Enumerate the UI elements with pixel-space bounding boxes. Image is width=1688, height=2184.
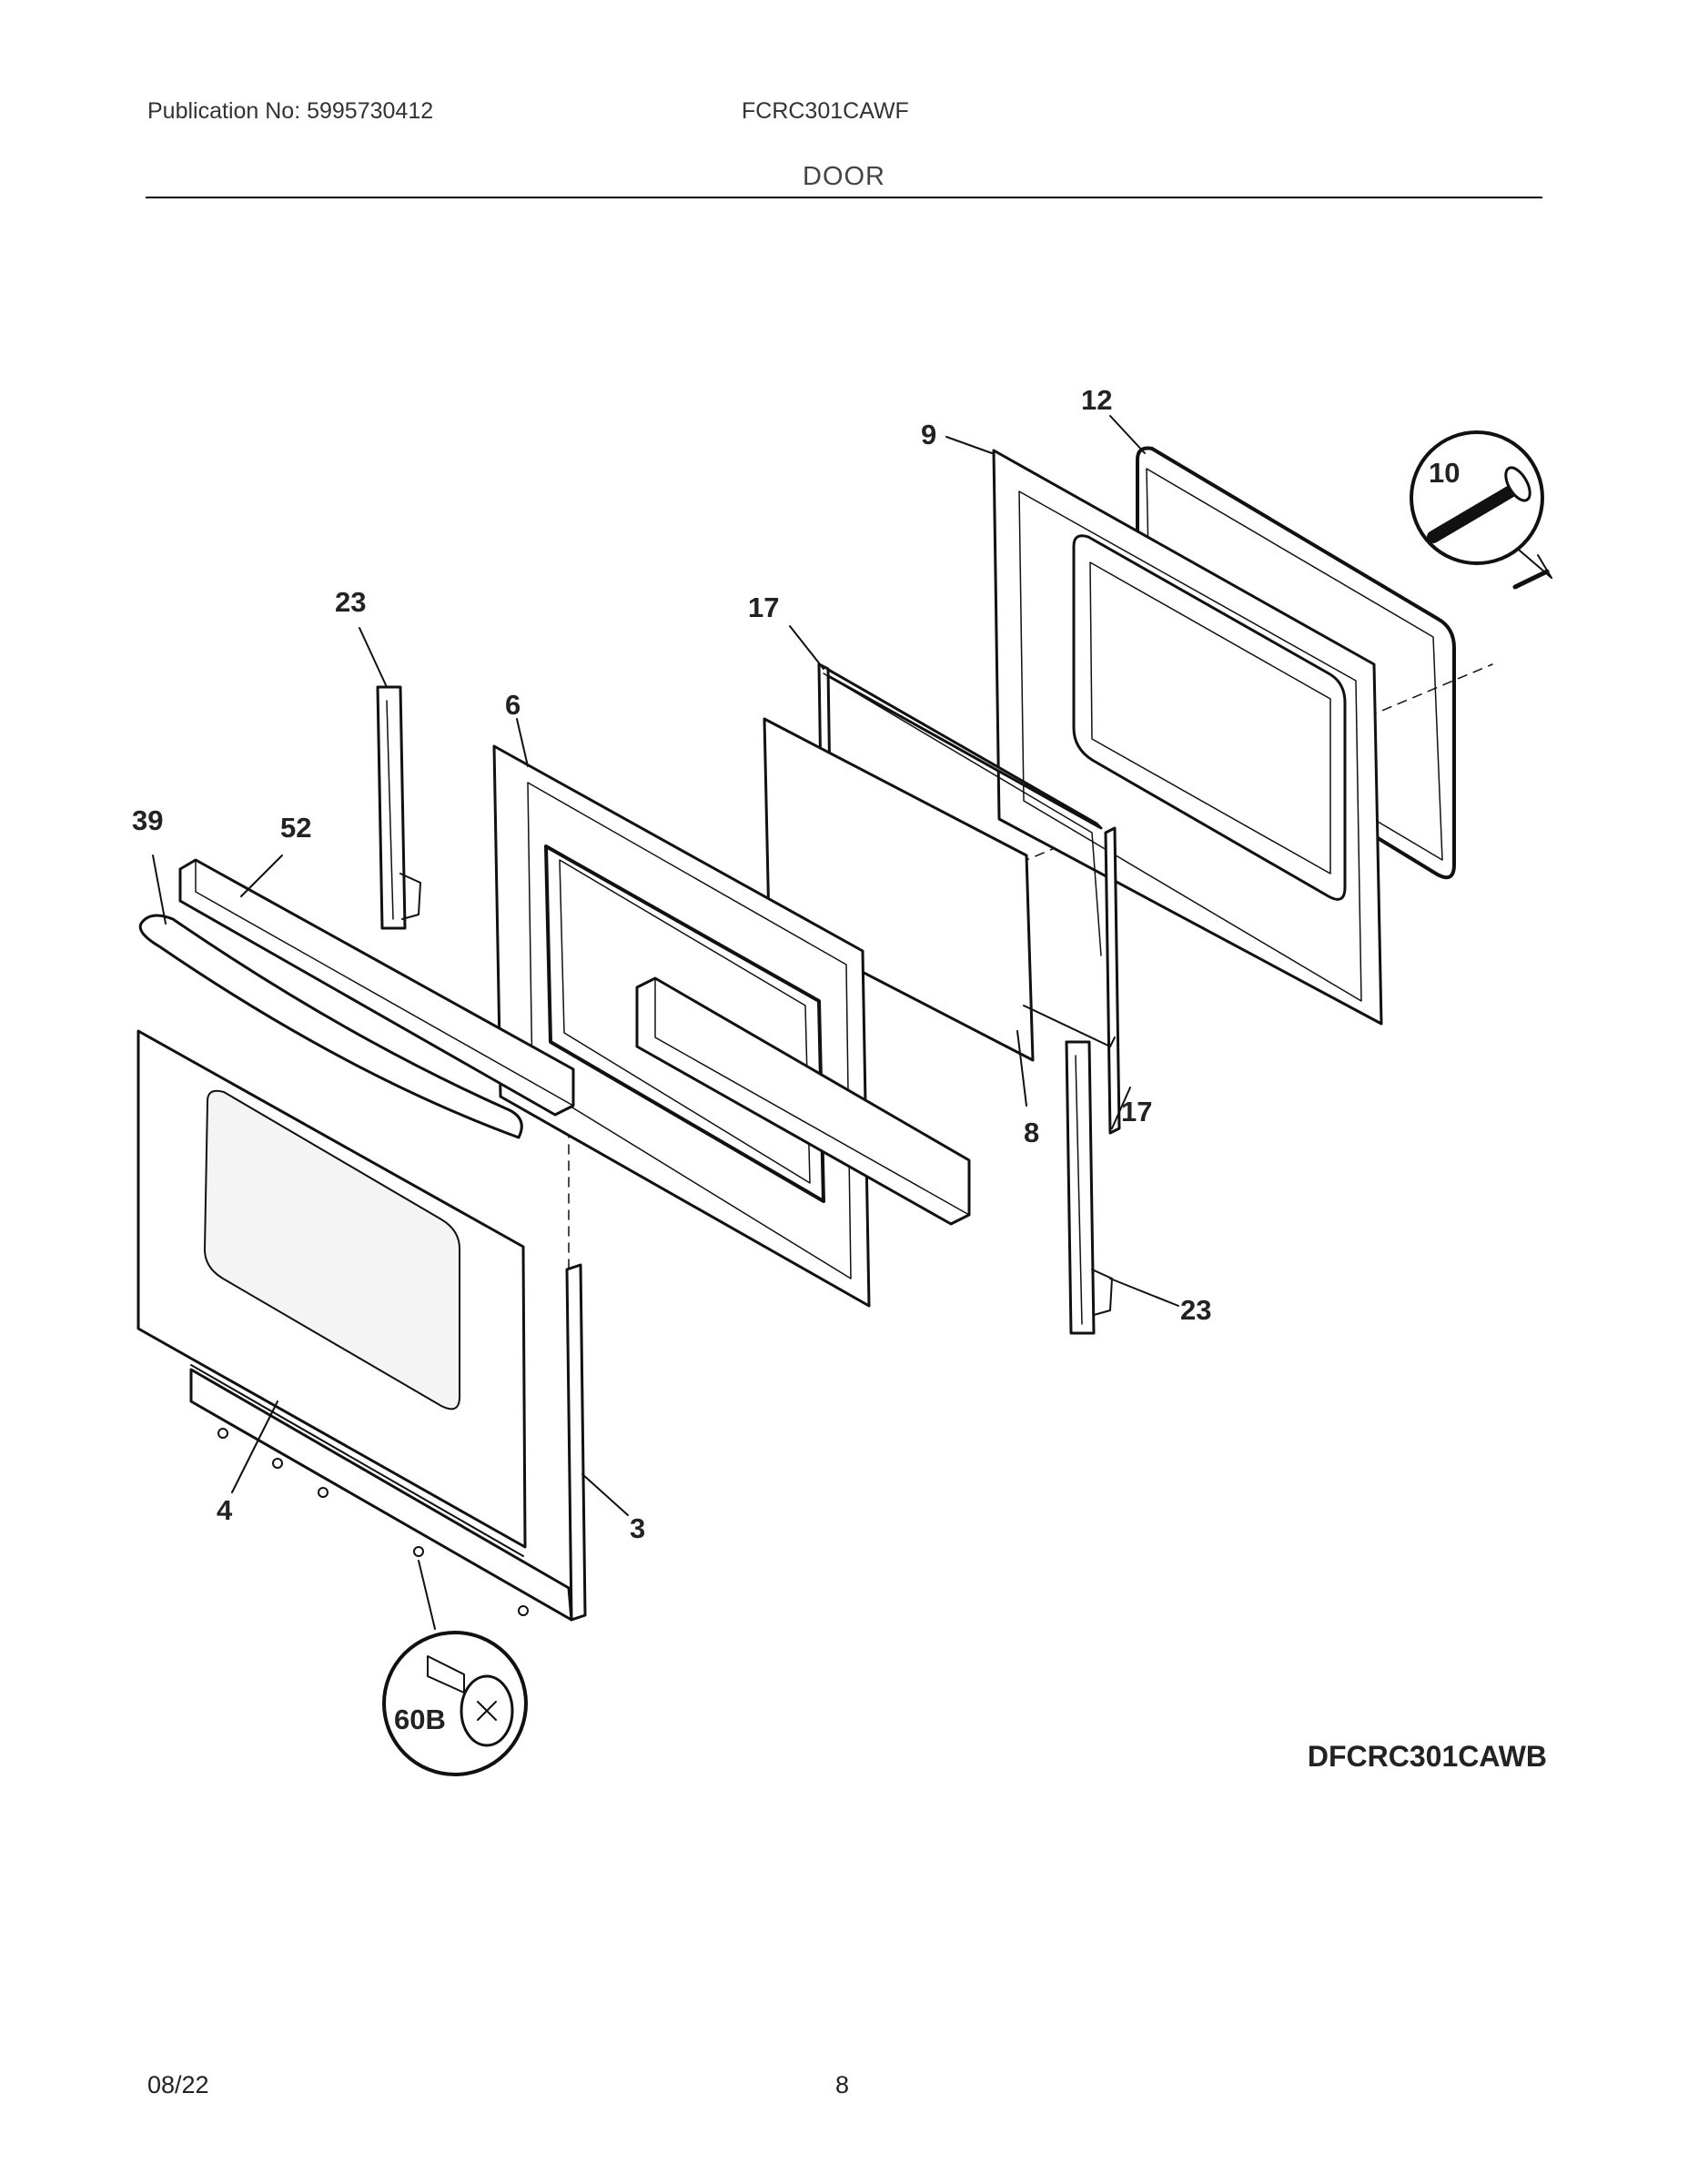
callout-10: 10 [1429,457,1460,489]
insulation-block-part [635,976,971,1226]
top-trim-part [178,858,575,1117]
door-glass-part [763,717,1035,1062]
callout-39: 39 [132,804,163,836]
footer-date: 08/22 [147,2071,209,2098]
model-number: FCRC301CAWF [742,98,909,124]
header-rule [146,197,1542,198]
callout-52: 52 [280,812,311,844]
screw-detail-part [382,1631,528,1776]
publication-number: Publication No: 5995730412 [147,98,434,124]
callout-23-upper: 23 [335,586,366,618]
callout-8: 8 [1024,1117,1039,1148]
door-frame-channel-part [189,1263,587,1622]
callout-3: 3 [630,1512,645,1544]
section-title: DOOR [803,162,885,191]
door-handle-part [138,914,523,1139]
callout-17-lower: 17 [1121,1096,1152,1127]
callout-17-upper: 17 [748,592,779,623]
callout-12: 12 [1081,384,1112,416]
callout-4: 4 [217,1494,233,1526]
callout-9: 9 [921,419,936,450]
callout-23-lower: 23 [1180,1294,1211,1326]
callout-labels: 12 9 10 23 17 6 39 52 8 17 23 4 3 60B [132,384,1460,1735]
glass-retainer-lower-part [1023,826,1121,1135]
outer-door-panel-part [136,1029,527,1557]
inner-door-liner-part [992,449,1383,1026]
hinge-left-part [376,685,421,930]
callout-6: 6 [505,689,521,721]
callout-60b: 60B [394,1704,446,1735]
page-number: 8 [835,2071,850,2098]
diagram-code: DFCRC301CAWB [1307,1740,1547,1773]
screws [217,1428,529,1616]
pin-detail-part [1410,430,1552,590]
leader-lines [152,415,1552,1630]
hinge-right-part [1065,1040,1113,1335]
